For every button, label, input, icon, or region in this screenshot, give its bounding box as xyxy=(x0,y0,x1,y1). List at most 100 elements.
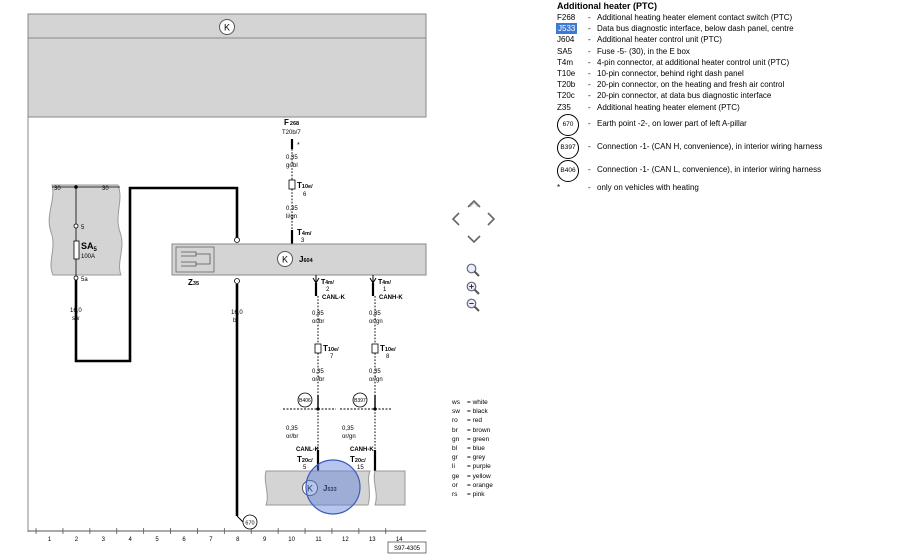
zoom-out-icon[interactable] xyxy=(466,298,480,317)
colour-code: gr= grey xyxy=(452,454,486,462)
legend-desc: Connection -1- (CAN H, convenience), in … xyxy=(597,141,823,151)
svg-text:15: 15 xyxy=(357,465,364,471)
svg-text:0,35: 0,35 xyxy=(369,311,381,317)
legend-desc: 20-pin connector, at data bus diagnostic… xyxy=(597,91,772,101)
svg-text:CANH-K: CANH-K xyxy=(350,447,374,453)
svg-text:6: 6 xyxy=(303,192,307,198)
colour-code: rs= pink xyxy=(452,491,485,499)
legend-desc: Additional heater control unit (PTC) xyxy=(597,35,722,45)
legend-item[interactable]: Z35-Additional heating heater element (P… xyxy=(557,102,740,112)
legend-desc: Additional heating heater element (PTC) xyxy=(597,102,740,112)
legend-item[interactable]: J533-Data bus diagnostic interface, belo… xyxy=(556,23,794,35)
svg-text:br: br xyxy=(233,318,238,324)
legend-panel: Additional heater (PTC) F268-Additional … xyxy=(556,0,897,193)
pan-left-icon[interactable] xyxy=(451,212,460,231)
j604-k-symbol: K xyxy=(277,251,293,267)
ruler-label: 10 xyxy=(288,537,295,543)
legend-code: J604 xyxy=(557,35,575,45)
pan-right-icon[interactable] xyxy=(487,212,496,231)
zoom-fit-icon[interactable] xyxy=(466,263,480,282)
svg-text:sw: sw xyxy=(72,316,80,322)
legend-desc: Fuse -5- (30), in the E box xyxy=(597,46,690,56)
legend-code: Z35 xyxy=(557,102,571,112)
svg-text:0,35: 0,35 xyxy=(342,426,354,432)
pan-up-icon[interactable] xyxy=(467,195,481,213)
svg-text:8: 8 xyxy=(386,354,390,360)
z35-label: Z35 xyxy=(188,278,199,287)
ruler-label: 2 xyxy=(75,537,79,543)
fuse-label: SA5 xyxy=(81,241,98,253)
legend-item[interactable]: B397-Connection -1- (CAN H, convenience)… xyxy=(557,136,897,159)
svg-text:2: 2 xyxy=(326,287,330,293)
pan-down-icon[interactable] xyxy=(467,231,481,249)
svg-text:or/gn: or/gn xyxy=(369,319,383,325)
legend-item[interactable]: J604-Additional heater control unit (PTC… xyxy=(557,35,722,45)
b397-connection: B397 xyxy=(352,392,368,408)
ruler-label: 4 xyxy=(129,537,133,543)
svg-text:0,35: 0,35 xyxy=(312,369,324,375)
svg-text:or/br: or/br xyxy=(312,377,324,383)
wire-sw-16 xyxy=(74,186,239,363)
ruler-label: 14 xyxy=(396,537,403,543)
legend-desc: Connection -1- (CAN L, convenience), in … xyxy=(597,164,822,174)
legend-footnote: * - only on vehicles with heating xyxy=(557,182,699,192)
legend-item[interactable]: T10e-10-pin connector, behind right dash… xyxy=(557,68,744,78)
svg-text:B397: B397 xyxy=(354,398,366,404)
f268-label: F268 xyxy=(284,118,299,127)
svg-text:T20c/: T20c/ xyxy=(297,455,313,464)
legend-desc: 20-pin connector, on the heating and fre… xyxy=(597,80,785,90)
colour-code: sw= black xyxy=(452,408,488,416)
legend-code: J533 xyxy=(556,23,578,35)
ruler-label: 9 xyxy=(263,537,267,543)
svg-text:T4m/: T4m/ xyxy=(321,279,335,286)
svg-text:T10e/: T10e/ xyxy=(380,344,396,353)
svg-text:T4m/: T4m/ xyxy=(297,228,312,237)
legend-title: Additional heater (PTC) xyxy=(557,1,658,11)
legend-item[interactable]: T20b-20-pin connector, on the heating an… xyxy=(557,80,785,90)
svg-text:30: 30 xyxy=(54,186,61,192)
svg-text:T4m/: T4m/ xyxy=(378,279,392,286)
svg-text:0,35: 0,35 xyxy=(286,155,298,161)
svg-text:5a: 5a xyxy=(81,277,88,283)
legend-code: 670 xyxy=(557,113,579,136)
colour-code: ro= red xyxy=(452,417,483,425)
legend-code: T4m xyxy=(557,57,573,67)
ruler-label: 3 xyxy=(102,537,106,543)
legend-item[interactable]: SA5-Fuse -5- (30), in the E box xyxy=(557,46,690,56)
ruler-label: 12 xyxy=(342,537,349,543)
svg-text:T20b/7: T20b/7 xyxy=(282,130,301,136)
diagram-ref: S97-4305 xyxy=(394,546,421,552)
svg-text:CANL-K: CANL-K xyxy=(322,295,346,301)
fuse-sa5 xyxy=(73,240,80,260)
legend-item[interactable]: T20c-20-pin connector, at data bus diagn… xyxy=(557,91,772,101)
legend-code: F268 xyxy=(557,13,576,22)
colour-code: gn= green xyxy=(452,435,490,443)
legend-item[interactable]: F268-Additional heating heater element c… xyxy=(557,13,793,22)
legend-item[interactable]: 670-Earth point -2-, on lower part of le… xyxy=(557,113,897,136)
svg-text:100A: 100A xyxy=(81,254,95,260)
svg-text:30: 30 xyxy=(102,186,109,192)
svg-text:T10e/: T10e/ xyxy=(323,344,339,353)
legend-item[interactable]: B406-Connection -1- (CAN L, convenience)… xyxy=(557,159,897,182)
ruler-label: 13 xyxy=(369,537,376,543)
legend-desc: 10-pin connector, behind right dash pane… xyxy=(597,68,744,78)
zoom-in-icon[interactable] xyxy=(466,281,480,300)
ruler-label: 11 xyxy=(315,537,322,543)
j604-label: J604 xyxy=(299,255,314,264)
j533-label: J533 xyxy=(323,484,337,493)
svg-text:T10e/: T10e/ xyxy=(297,181,313,190)
svg-text:or/br: or/br xyxy=(286,434,298,440)
legend-item[interactable]: T4m-4-pin connector, at additional heate… xyxy=(557,57,790,67)
svg-text:T20c/: T20c/ xyxy=(350,455,366,464)
ruler-label: 8 xyxy=(236,537,240,543)
legend-desc: 4-pin connector, at additional heater co… xyxy=(597,57,790,67)
svg-text:CANL-K: CANL-K xyxy=(296,447,320,453)
svg-text:0,35: 0,35 xyxy=(286,426,298,432)
legend-desc: Data bus diagnostic interface, below das… xyxy=(597,24,794,34)
ruler-label: 6 xyxy=(182,537,186,543)
legend-code: T20c xyxy=(557,91,575,101)
svg-text:0,35: 0,35 xyxy=(369,369,381,375)
legend-desc: Earth point -2-, on lower part of left A… xyxy=(597,118,747,128)
